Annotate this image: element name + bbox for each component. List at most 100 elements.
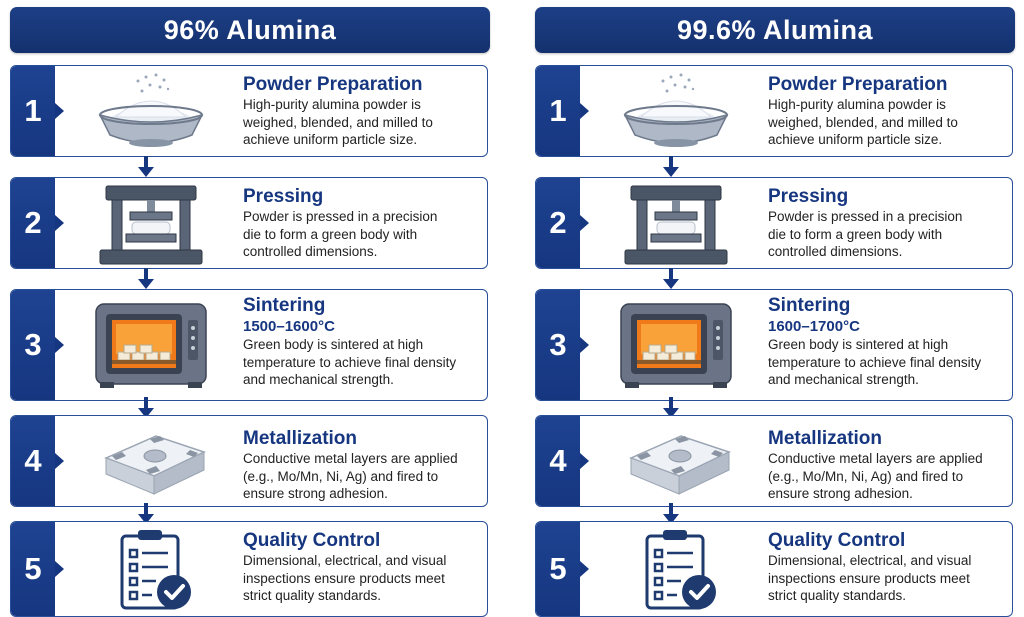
step-title: Powder Preparation (243, 74, 423, 95)
down-arrow-icon (662, 156, 680, 178)
step-title: Quality Control (243, 530, 381, 551)
step-number: 4 (536, 416, 580, 506)
step-number: 1 (536, 66, 580, 156)
checklist-icon (86, 528, 216, 616)
step-description-line: achieve uniform particle size. (243, 132, 418, 147)
step-title: Metallization (243, 428, 358, 449)
step-description-line: die to form a green body with (243, 226, 418, 242)
chevron-right-icon (580, 103, 589, 119)
step-description-line: and mechanical strength. (243, 372, 394, 387)
chevron-right-icon (55, 561, 64, 577)
step-description-line: (e.g., Mo/Mn, Ni, Ag) and fired to (243, 468, 439, 484)
step-description-line: High-purity alumina powder is (243, 97, 421, 112)
step-title: Metallization (768, 428, 883, 449)
step-title: Pressing (768, 186, 849, 207)
step-description-line: strict quality standards. (768, 588, 907, 603)
chevron-right-icon (580, 453, 589, 469)
step-number: 1 (11, 66, 55, 156)
down-arrow-icon (137, 268, 155, 290)
step-text: Sintering 1500–1600°C Green body is sinter… (243, 295, 481, 389)
step-description-line: Green body is sintered at high (768, 337, 949, 352)
step-description-line: (e.g., Mo/Mn, Ni, Ag) and fired to (768, 468, 964, 484)
step-number: 2 (11, 178, 55, 268)
chevron-right-icon (580, 337, 589, 353)
down-arrow-icon (137, 397, 155, 419)
step-title: Sintering (243, 295, 326, 316)
sintering-temperature: 1600–1700°C (768, 318, 860, 335)
powder-bowl-icon (86, 71, 216, 156)
step-description-line: Conductive metal layers are applied (243, 451, 458, 466)
step-description-line: controlled dimensions. (243, 244, 378, 259)
step-title: Quality Control (768, 530, 906, 551)
step-description-line: inspections ensure products meet (768, 570, 970, 586)
metallized-part-icon (86, 422, 216, 506)
step-description-line: ensure strong adhesion. (243, 486, 388, 501)
chevron-right-icon (55, 337, 64, 353)
step-description-line: Green body is sintered at high (243, 337, 424, 352)
step-title: Powder Preparation (768, 74, 948, 95)
step-description-line: achieve uniform particle size. (768, 132, 943, 147)
down-arrow-icon (662, 397, 680, 419)
chevron-right-icon (55, 453, 64, 469)
step-description-line: and mechanical strength. (768, 372, 919, 387)
down-arrow-icon (137, 503, 155, 525)
chevron-right-icon (580, 215, 589, 231)
down-arrow-icon (137, 156, 155, 178)
step-description-line: weighed, blended, and milled to (768, 114, 958, 130)
powder-bowl-icon (611, 71, 741, 156)
sintering-temperature: 1500–1600°C (243, 318, 335, 335)
metallized-part-icon (611, 422, 741, 506)
step-description-line: Powder is pressed in a precision (768, 209, 963, 224)
step-description-line: Dimensional, electrical, and visual (243, 553, 447, 568)
step-description-line: inspections ensure products meet (243, 570, 445, 586)
process-step: 3 Sintering 1600–1700°C Green body is sint… (535, 289, 1013, 401)
column-title: 96% Alumina (10, 7, 490, 53)
furnace-icon (611, 300, 741, 395)
step-title: Pressing (243, 186, 324, 207)
furnace-icon (86, 300, 216, 395)
step-description-line: Dimensional, electrical, and visual (768, 553, 972, 568)
chevron-right-icon (55, 103, 64, 119)
press-icon (611, 184, 741, 268)
step-number: 2 (536, 178, 580, 268)
step-description-line: controlled dimensions. (768, 244, 903, 259)
checklist-icon (611, 528, 741, 616)
step-number: 4 (11, 416, 55, 506)
step-number: 3 (11, 290, 55, 400)
step-description-line: weighed, blended, and milled to (243, 114, 433, 130)
step-description-line: High-purity alumina powder is (768, 97, 946, 112)
step-title: Sintering (768, 295, 851, 316)
step-number: 5 (536, 522, 580, 616)
step-description-line: Conductive metal layers are applied (768, 451, 983, 466)
step-description-line: temperature to achieve final density (243, 354, 457, 370)
step-text: Sintering 1600–1700°C Green body is sinter… (768, 295, 1006, 389)
down-arrow-icon (662, 503, 680, 525)
step-description-line: die to form a green body with (768, 226, 943, 242)
step-description-line: Powder is pressed in a precision (243, 209, 438, 224)
step-description-line: temperature to achieve final density (768, 354, 982, 370)
step-number: 5 (11, 522, 55, 616)
process-step: 3 Sintering 1500–1600°C Green body is sint… (10, 289, 488, 401)
step-number: 3 (536, 290, 580, 400)
down-arrow-icon (662, 268, 680, 290)
chevron-right-icon (55, 215, 64, 231)
press-icon (86, 184, 216, 268)
column-title: 99.6% Alumina (535, 7, 1015, 53)
